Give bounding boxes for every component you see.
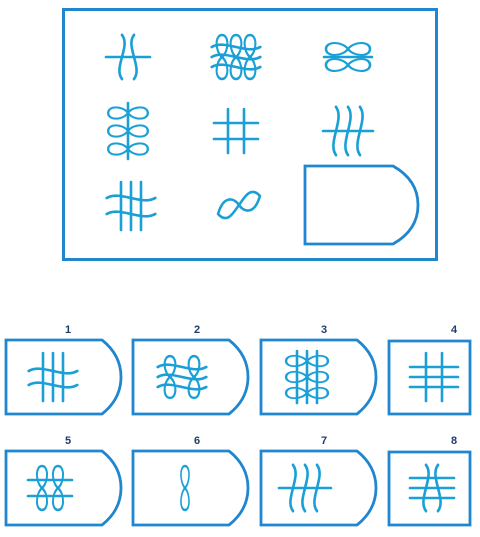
cell-r2c3	[321, 105, 375, 157]
option-1	[4, 338, 123, 416]
option-2-number: 2	[193, 324, 201, 336]
option-5-button[interactable]	[4, 449, 124, 527]
cell-r3c2	[216, 190, 262, 220]
option-6-number: 6	[193, 435, 201, 447]
option-1-button[interactable]	[4, 338, 124, 416]
answer-slot-frame	[303, 164, 420, 246]
cell-r1c1	[104, 33, 152, 81]
cell-r1c3	[322, 41, 374, 73]
question-matrix	[62, 8, 438, 261]
option-5	[4, 449, 123, 527]
option-3	[259, 338, 378, 416]
option-6-button[interactable]	[131, 449, 251, 527]
option-7-number: 7	[320, 435, 328, 447]
option-4-number: 4	[450, 324, 458, 336]
option-7-button[interactable]	[259, 449, 379, 527]
option-4-button[interactable]	[387, 339, 472, 416]
option-3-button[interactable]	[259, 338, 379, 416]
cell-r2c2	[212, 107, 260, 155]
cell-r2c1	[107, 101, 149, 161]
option-2	[131, 338, 250, 416]
option-7	[259, 449, 378, 527]
cell-r3c1	[105, 180, 157, 232]
option-6	[131, 449, 250, 527]
option-8-number: 8	[450, 435, 458, 447]
option-8	[387, 450, 472, 527]
option-3-number: 3	[320, 324, 328, 336]
option-4	[387, 339, 472, 416]
cell-r1c2	[210, 33, 262, 81]
option-1-number: 1	[64, 324, 72, 336]
option-5-number: 5	[64, 435, 72, 447]
option-2-button[interactable]	[131, 338, 251, 416]
option-8-button[interactable]	[387, 450, 472, 527]
